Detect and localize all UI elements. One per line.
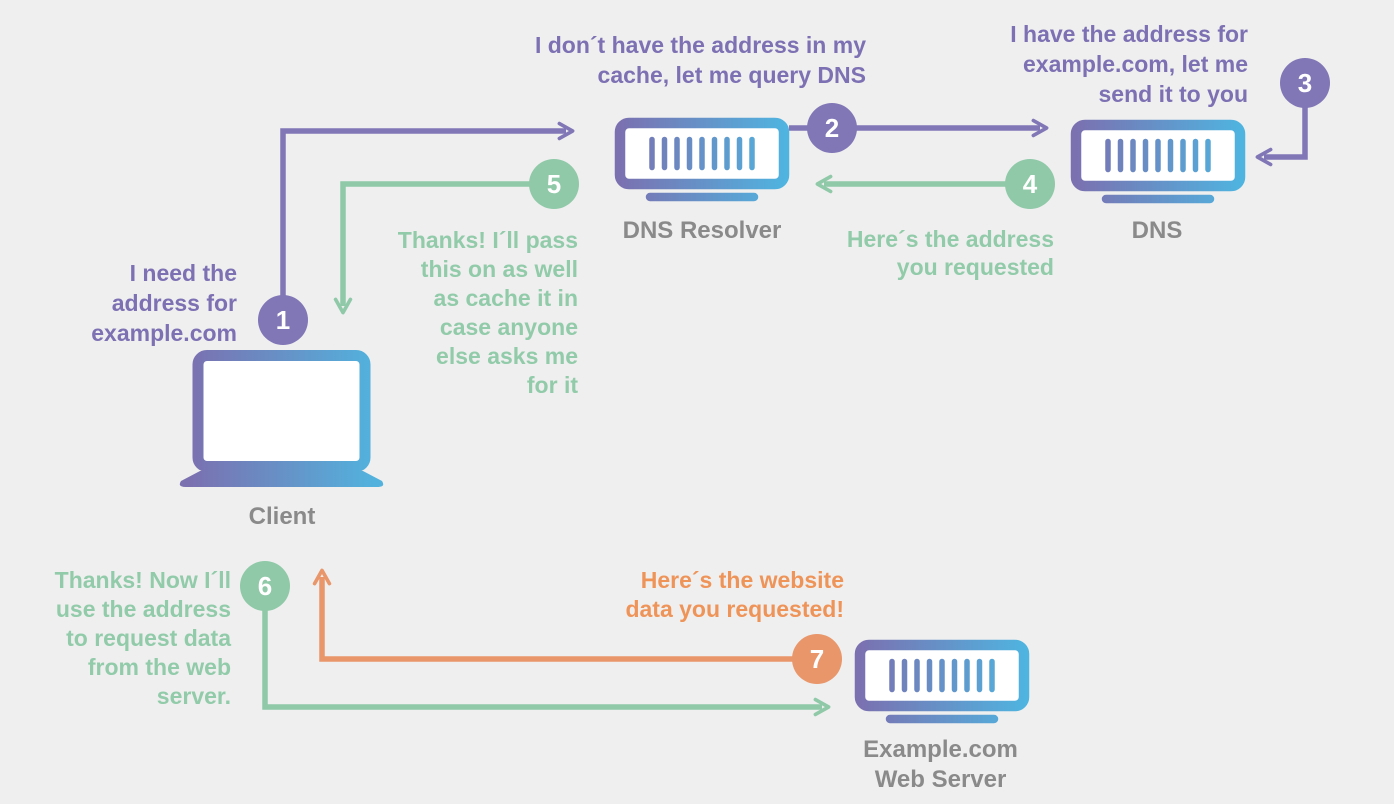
dns-server-icon: [1070, 119, 1246, 204]
step-1-message: I need the address for example.com: [91, 260, 237, 346]
dns-resolver-node: [614, 117, 790, 210]
step-4-badge: 4: [1005, 159, 1055, 209]
client-label: Client: [248, 503, 316, 530]
step-2-message: I don´t have the address in my cache, le…: [534, 32, 866, 88]
dns-resolver-server-icon: [614, 117, 790, 202]
dns-node: [1070, 119, 1246, 212]
step-6-message: Thanks! Now I´ll use the address to requ…: [54, 567, 231, 709]
arrow-step-7: [312, 568, 815, 662]
step-2-badge: 2: [807, 103, 857, 153]
client-laptop-icon: [179, 350, 384, 487]
step-4-message: Here´s the address you requested: [846, 226, 1054, 280]
client-node: [175, 349, 388, 495]
step-3-badge: 3: [1280, 58, 1330, 108]
step-5-badge: 5: [529, 159, 579, 209]
arrow-step-6: [262, 608, 831, 717]
step-1-badge: 1: [258, 295, 308, 345]
arrow-step-1: [280, 121, 575, 299]
web-server-node: [854, 639, 1030, 732]
step-5-message: Thanks! I´ll pass this on as well as cac…: [397, 227, 578, 398]
arrow-step-5: [333, 181, 553, 315]
arrow-step-3: [1255, 104, 1308, 167]
step-7-message: Here´s the website data you requested!: [625, 567, 844, 622]
step-3-message: I have the address for example.com, let …: [1010, 21, 1248, 107]
step-7-badge: 7: [792, 634, 842, 684]
dns-label: DNS: [1131, 217, 1183, 244]
web-server-icon: [854, 639, 1030, 724]
dns-resolver-label: DNS Resolver: [622, 217, 782, 244]
web-server-label: Example.com Web Server: [863, 736, 1018, 793]
step-6-badge: 6: [240, 561, 290, 611]
